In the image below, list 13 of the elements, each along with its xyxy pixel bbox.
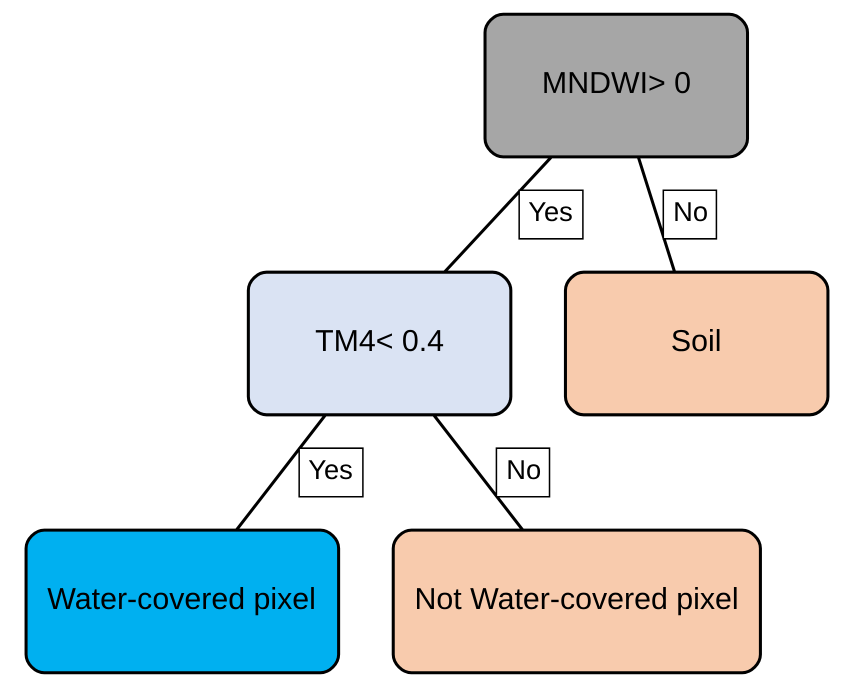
edge-label: Yes xyxy=(528,196,572,228)
edge-label: No xyxy=(506,454,541,486)
connector xyxy=(443,156,552,273)
connector xyxy=(636,156,676,272)
connector xyxy=(234,414,326,531)
node-box: Water-covered pixel xyxy=(24,528,340,674)
edge-label: No xyxy=(672,196,708,228)
node-box: Not Water-covered pixel xyxy=(391,528,762,674)
edge-label: Yes xyxy=(308,454,352,486)
node-box: TM4< 0.4 xyxy=(246,270,512,416)
node-box: MNDWI> 0 xyxy=(483,12,749,158)
node-box: Soil xyxy=(563,270,829,416)
connector xyxy=(432,414,524,531)
